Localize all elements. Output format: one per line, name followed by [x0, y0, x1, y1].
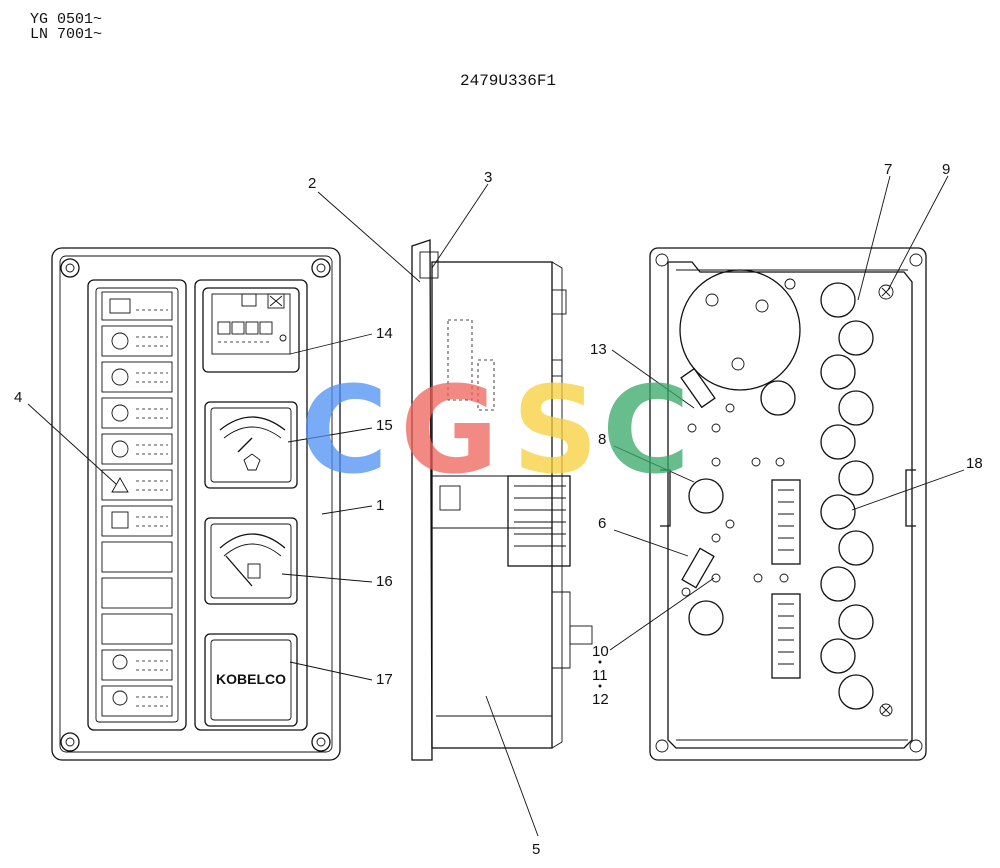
callout-2: 2 [308, 175, 316, 192]
corner-screw [311, 258, 331, 278]
side-latch [905, 469, 916, 527]
kobelco-logo: KOBELCO [216, 671, 286, 687]
serial-range-yg: YG 0501~ [30, 11, 103, 28]
bulb-sockets-left [688, 380, 796, 636]
fuel-pump-icon [247, 563, 261, 579]
callout-18: 18 [966, 455, 983, 472]
ground-screw [878, 284, 894, 300]
hour-meter-housing [679, 269, 801, 391]
callout-6: 6 [598, 515, 606, 532]
warning-lamp-segments [101, 291, 173, 717]
hour-meter-digits [217, 321, 273, 335]
callout-7: 7 [884, 161, 892, 178]
rear-panel-view [649, 247, 927, 761]
engine-lamp-icon [112, 654, 128, 670]
callout-1: 1 [376, 497, 384, 514]
part-number: 2479U336F1 [460, 72, 557, 90]
temperature-gauge-scale [219, 416, 286, 431]
terminal-block-upper [771, 479, 801, 565]
side-latch [660, 469, 671, 527]
front-panel-view: KOBELCO [51, 247, 341, 761]
watermark-letter: C [300, 362, 388, 501]
hourglass-icon [267, 293, 285, 309]
bulb-sockets-right [820, 282, 874, 710]
connector-block [507, 475, 571, 567]
logo-plate [204, 633, 298, 727]
fuel-gauge-needle [225, 555, 253, 587]
callout-10: 10 [592, 643, 609, 660]
corner-screw [311, 732, 331, 752]
gauge-column [194, 279, 308, 731]
filter-lamp-icon [111, 440, 129, 458]
corner-screw [60, 732, 80, 752]
preheat-lamp-icon [111, 404, 129, 422]
terminal-block-lower [771, 593, 801, 679]
bezel-edge [411, 239, 433, 761]
callout-14: 14 [376, 325, 393, 342]
resistor [681, 547, 715, 589]
lamp-label-dashes [136, 309, 168, 707]
warning-lamp-column [87, 279, 187, 731]
callout-4: 4 [14, 389, 22, 406]
callout-13: 13 [590, 341, 607, 358]
callout-15: 15 [376, 417, 393, 434]
coolant-temperature-gauge [204, 401, 298, 489]
callout-9: 9 [942, 161, 950, 178]
battery-lamp-icon [109, 298, 131, 314]
fuel-gauge [204, 517, 298, 605]
terminal-nuts [681, 403, 789, 597]
cgsc-watermark: C G S C [300, 362, 690, 501]
rear-corner-screw [909, 253, 923, 267]
harness-plug [569, 625, 593, 645]
coolant-lamp-icon [111, 368, 129, 386]
fuel-lamp-icon [111, 511, 129, 529]
resistor [680, 367, 716, 409]
callout-11: 11 [592, 667, 608, 684]
retaining-clip [419, 251, 439, 279]
callout-3: 3 [484, 169, 492, 186]
callout-dot [598, 684, 602, 688]
callout-16: 16 [376, 573, 393, 590]
callout-dot [598, 660, 602, 664]
temperature-gauge-needle [237, 437, 253, 453]
watermark-letter: S [512, 362, 598, 501]
temperature-gauge-icon [243, 453, 261, 471]
watermark-letter: G [400, 362, 499, 501]
corner-screw [60, 258, 80, 278]
leader-lines [27, 175, 965, 837]
callout-5: 5 [532, 841, 540, 858]
swing-lamp-icon [112, 690, 128, 706]
watermark-letter: C [602, 362, 690, 501]
serial-range-ln: LN 7001~ [30, 26, 103, 43]
oil-pressure-lamp-icon [111, 332, 129, 350]
fuel-gauge-scale [219, 533, 286, 549]
callout-8: 8 [598, 431, 606, 448]
side-section-view [411, 239, 593, 761]
hour-meter-window [202, 287, 300, 373]
rear-corner-screw [655, 253, 669, 267]
rear-corner-screw [655, 739, 669, 753]
callout-numbers: 1 2 3 4 5 6 7 8 9 10 11 12 13 14 15 16 1… [14, 161, 983, 858]
hydraulic-lamp-icon [111, 477, 129, 493]
callout-12: 12 [592, 691, 609, 708]
side-switch [439, 485, 461, 511]
case-body [431, 261, 553, 749]
rear-corner-screw [909, 739, 923, 753]
callout-17: 17 [376, 671, 393, 688]
